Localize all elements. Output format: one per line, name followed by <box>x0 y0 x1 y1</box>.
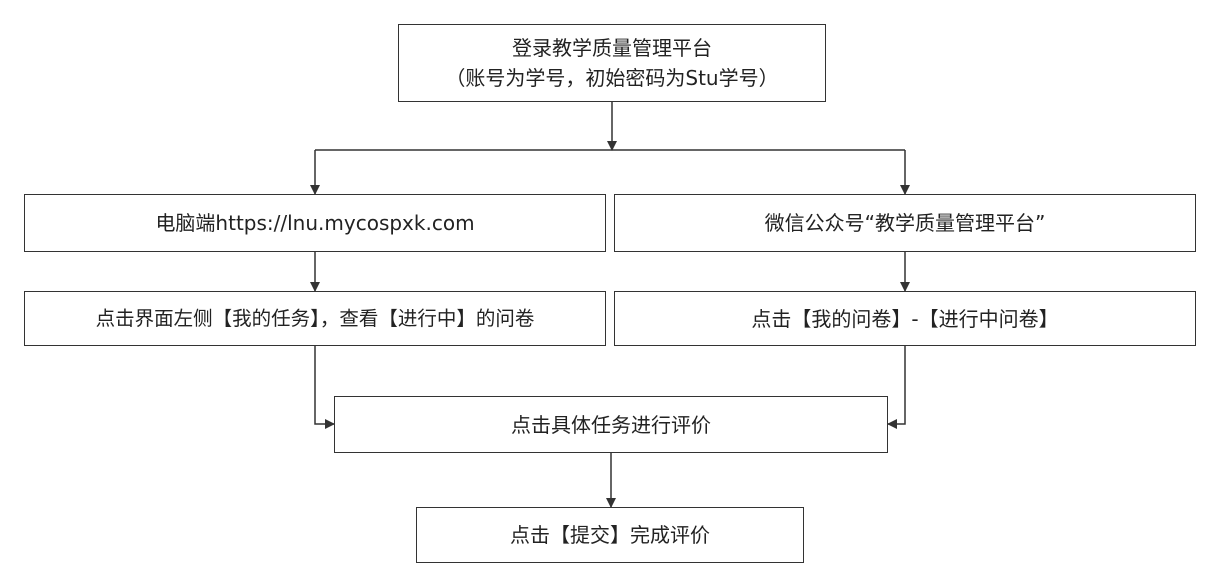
wechat-step-node: 点击【我的问卷】-【进行中问卷】 <box>614 291 1196 346</box>
submit-label: 点击【提交】完成评价 <box>510 523 710 547</box>
submit-node: 点击【提交】完成评价 <box>416 507 804 563</box>
pc-entry-label: 电脑端https://lnu.mycospxk.com <box>155 211 475 235</box>
wechat-entry-label: 微信公众号“教学质量管理平台” <box>764 211 1046 235</box>
pc-step-label: 点击界面左侧【我的任务】，查看【进行中】的问卷 <box>95 306 535 330</box>
login-credentials-note: （账号为学号，初始密码为Stu学号） <box>445 66 779 90</box>
wechat-step-label: 点击【我的问卷】-【进行中问卷】 <box>751 306 1059 331</box>
connector-wechat-step-evaluate <box>887 346 906 429</box>
wechat-entry-node: 微信公众号“教学质量管理平台” <box>614 194 1196 252</box>
evaluate-node: 点击具体任务进行评价 <box>334 396 888 453</box>
pc-step-node: 点击界面左侧【我的任务】，查看【进行中】的问卷 <box>24 291 606 346</box>
evaluate-label: 点击具体任务进行评价 <box>511 412 711 437</box>
login-node: 登录教学质量管理平台 （账号为学号，初始密码为Stu学号） <box>398 24 826 102</box>
connector-pc-step-evaluate <box>314 346 335 429</box>
login-title: 登录教学质量管理平台 <box>512 36 712 60</box>
pc-entry-node: 电脑端https://lnu.mycospxk.com <box>24 194 606 252</box>
